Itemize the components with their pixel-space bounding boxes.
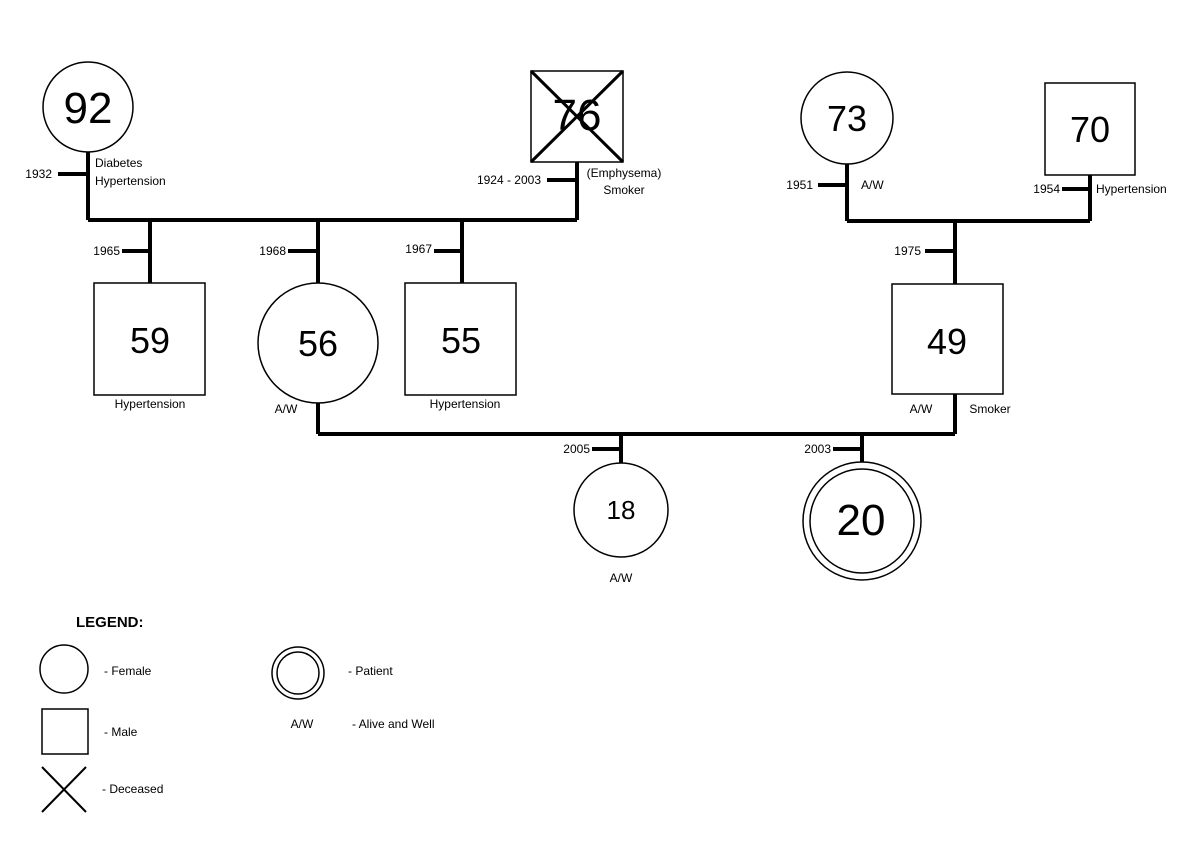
legend-aw-symbol: A/W: [291, 717, 314, 731]
male-symbol: [1044, 82, 1136, 176]
birth-year-label: 1954: [1033, 182, 1060, 196]
mother: 56 1968 A/W: [257, 244, 379, 416]
legend-male-symbol: [41, 708, 89, 755]
age-label: 59: [130, 320, 170, 361]
condition-label: Hypertension: [95, 174, 166, 188]
grandfather-maternal: 70 1954 Hypertension: [1033, 82, 1167, 196]
age-label: 20: [837, 496, 886, 545]
patient: 20 2003: [802, 442, 922, 581]
birth-year-label: 1951: [786, 178, 813, 192]
age-label: 49: [927, 321, 967, 362]
legend: LEGEND: - Female - Male - Deceased - Pat…: [39, 614, 434, 813]
birth-year-label: 1975: [894, 244, 921, 258]
grandfather-paternal: 76 1924 - 2003 (Emphysema) Smoker: [477, 69, 662, 197]
birth-year-label: 1932: [25, 167, 52, 181]
status-label: A/W: [275, 402, 298, 416]
birth-year-label: 1968: [259, 244, 286, 258]
age-label: 92: [64, 84, 113, 133]
female-symbol: [800, 71, 894, 165]
male-symbol: [93, 282, 206, 396]
legend-title: LEGEND:: [76, 614, 144, 631]
birth-year-label: 1967: [405, 242, 432, 256]
age-label: 56: [298, 323, 338, 364]
age-label: 70: [1070, 109, 1110, 150]
age-label: 55: [441, 320, 481, 361]
condition-label: Hypertension: [115, 397, 186, 411]
legend-deceased-icon: [41, 766, 87, 813]
deceased-cross-icon: [529, 69, 625, 164]
legend-female-label: - Female: [104, 664, 152, 678]
grandmother-paternal: 92 1932 Diabetes Hypertension: [25, 61, 166, 188]
legend-patient-label: - Patient: [348, 664, 393, 678]
female-symbol: [257, 282, 379, 404]
father: 49 1975 A/W Smoker: [891, 244, 1011, 416]
condition-label: (Emphysema): [587, 166, 662, 180]
uncle-2: 55 1967 Hypertension: [404, 242, 517, 411]
patient-inner-circle: [809, 468, 915, 574]
male-symbol: [404, 282, 517, 396]
condition-label: Diabetes: [95, 156, 142, 170]
birth-year-label: 2003: [804, 442, 831, 456]
lifespan-label: 1924 - 2003: [477, 173, 541, 187]
sibling: 18 2005 A/W: [563, 442, 669, 585]
legend-deceased-label: - Deceased: [102, 782, 163, 796]
condition-label: Hypertension: [1096, 182, 1167, 196]
age-label: 18: [607, 495, 636, 525]
legend-female-symbol: [39, 644, 89, 694]
condition-label: Smoker: [969, 402, 1010, 416]
birth-year-label: 1965: [93, 244, 120, 258]
age-label: 73: [827, 98, 867, 139]
pedigree-lines: [58, 150, 1092, 463]
grandmother-maternal: 73 1951 A/W: [786, 71, 894, 192]
condition-label: Hypertension: [430, 397, 501, 411]
legend-patient-inner-circle: [276, 651, 320, 695]
uncle-1: 59 1965 Hypertension: [93, 244, 206, 411]
legend-aw-label: - Alive and Well: [352, 717, 434, 731]
male-symbol: [891, 283, 1004, 395]
status-label: A/W: [910, 402, 933, 416]
status-label: A/W: [610, 571, 633, 585]
status-label: A/W: [861, 178, 884, 192]
birth-year-label: 2005: [563, 442, 590, 456]
female-symbol: [42, 61, 134, 153]
condition-label: Smoker: [603, 183, 644, 197]
legend-male-label: - Male: [104, 725, 138, 739]
female-symbol: [573, 462, 669, 558]
